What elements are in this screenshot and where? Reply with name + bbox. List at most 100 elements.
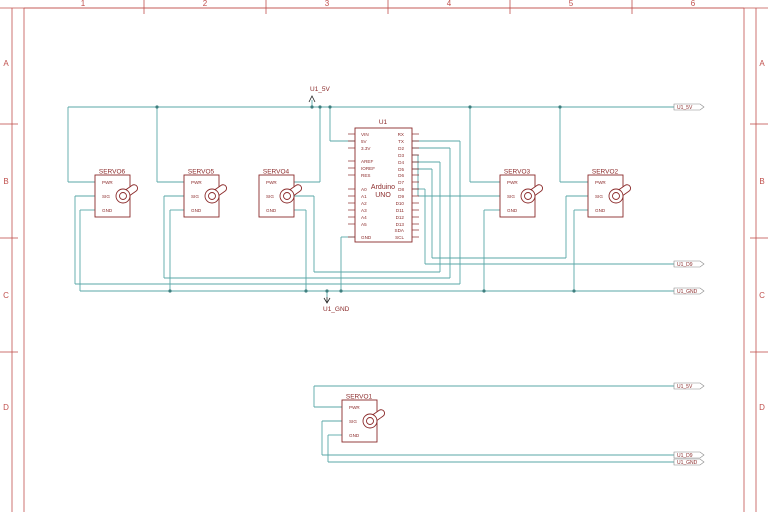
servo-horn-icon [520,184,544,204]
row-label: C [759,291,765,300]
servo-pin-label: SIG [507,194,515,199]
pin-label: D2 [398,146,404,151]
row-label: C [3,291,9,300]
part-name: Arduino [371,184,395,191]
arduino-pin-scl: SCL [395,235,419,240]
arduino-pin-a0: A0 [348,187,367,192]
port-flag: U1_5V [673,103,705,111]
svg-text:U1_D9: U1_D9 [677,262,693,268]
power-symbols [308,95,331,304]
pin-label: D8 [398,187,404,192]
servo-horn-icon [608,184,632,204]
pin-label: RX [398,132,404,137]
servo-pin-label: GND [595,208,606,213]
arduino-pin-d6: D6 [398,173,419,178]
pin-label: D11 [396,208,405,213]
column-label: 6 [691,0,696,8]
column-label: 3 [325,0,330,8]
pin-label: A2 [361,201,367,206]
arduino-pin-ioref: IOREF [348,166,375,171]
pin-label: D5 [398,167,404,172]
servo-pin-label: PWR [102,180,113,185]
pin-label: D9 [398,194,404,199]
column-label: 1 [81,0,86,8]
port-flag: U1_GND [673,458,705,466]
pin-label: A5 [361,222,367,227]
arduino-pin-5v: 5V [348,139,368,144]
pin-label: RES [361,173,370,178]
port-flag: U1_5V [673,382,705,390]
column-label: 5 [569,0,574,8]
net-label-5v: U1_5V [310,86,331,93]
svg-text:U1_GND: U1_GND [677,289,698,295]
arduino-pin-d12: D12 [396,215,419,220]
arduino-pin-rx: RX [398,132,419,137]
pin-label: SDA [395,228,405,233]
net-label-gnd: U1_GND [323,306,350,313]
arduino-pin-tx: TX [398,139,419,144]
part-name: UNO [375,192,391,199]
servo-ref: SERVO5 [188,169,215,176]
row-label: B [759,177,764,186]
arduino-pin-d2: D2 [398,146,419,151]
part-ref: U1 [379,119,388,126]
arduino-pin-d13: D13 [396,222,419,227]
arduino-pin-d3: D3 [398,153,419,158]
servo-pin-label: SIG [266,194,274,199]
servo-pin-label: PWR [266,180,277,185]
pin-label: A3 [361,208,367,213]
servo-ref: SERVO6 [99,169,126,176]
servo-pin-label: GND [191,208,202,213]
arduino-pin-sda: SDA [395,228,419,233]
pin-label: 3.3V [361,146,371,151]
port-flag: U1_GND [673,287,705,295]
power-arrow-icon [308,95,316,103]
column-label: 4 [447,0,452,8]
servo-pin-label: PWR [191,180,202,185]
arduino-pin-d11: D11 [396,208,419,213]
arduino-pin-d5: D5 [398,167,419,172]
arduino-pin-vin: VIN [348,132,369,137]
svg-text:U1_GND: U1_GND [677,460,698,466]
row-label: A [759,59,765,68]
pin-label: D7 [398,180,404,185]
row-label: D [759,403,765,412]
pin-label: A4 [361,215,367,220]
row-label: A [3,59,9,68]
pin-label: A1 [361,194,367,199]
svg-text:U1_D9: U1_D9 [677,453,693,459]
arduino-pin-a2: A2 [348,201,367,206]
arduino-pin-3.3v: 3.3V [348,146,371,151]
arduino-uno-part[interactable]: U1 Arduino UNO VIN5V3.3VAREFIOREFRESA0A1… [348,119,419,243]
pin-label: D12 [396,215,405,220]
servo-pin-label: SIG [349,419,357,424]
pin-label: SCL [395,235,404,240]
servo-pin-label: PWR [507,180,518,185]
arduino-pin-d9: D9 [398,194,419,199]
pin-label: 5V [361,139,368,144]
pin-label: VIN [361,132,369,137]
servo-pin-label: PWR [349,405,360,410]
pin-label: GND [361,235,372,240]
row-label: D [3,403,9,412]
arduino-pin-d7: D7 [398,180,419,185]
servo-pin-label: GND [266,208,277,213]
servo-horn-icon [115,184,139,204]
servo-layer: SERVO6PWRSIGGNDSERVO5PWRSIGGNDSERVO4PWRS… [94,169,632,443]
pin-label: D3 [398,153,404,158]
junctions [155,105,576,293]
arduino-pin-d8: D8 [398,187,419,192]
pin-label: D13 [396,222,405,227]
pin-label: D4 [398,160,404,165]
servo-ref: SERVO3 [504,169,531,176]
